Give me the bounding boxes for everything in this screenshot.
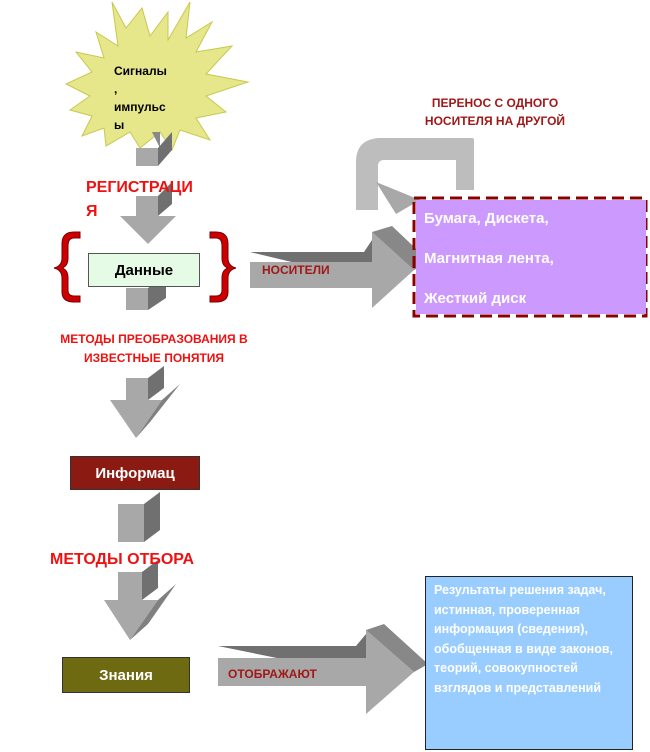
data-label: Данные — [114, 261, 174, 279]
registration-label: РЕГИСТРАЦИ Я — [86, 179, 193, 220]
information-label: Информац — [95, 464, 175, 482]
arrow-knowledge-to-results — [218, 624, 428, 714]
data-box: Данные — [88, 253, 200, 287]
media-item: Бумага, Дискета, — [424, 210, 549, 227]
reflect-label: ОТОБРАЖАЮТ — [228, 667, 317, 681]
media-box-border — [412, 196, 648, 318]
signals-label: Сигналы , импульс ы — [114, 64, 167, 132]
media-item: Жесткий диск — [424, 290, 527, 307]
arrow-data-to-media — [250, 226, 430, 308]
information-box: Информац — [70, 456, 200, 490]
results-text: Результаты решения задач, истинная, пров… — [434, 583, 613, 695]
data-brackets — [53, 231, 237, 303]
signals-burst-shape — [64, 1, 250, 152]
media-box: Бумага, Дискета, Магнитная лента, Жестки… — [416, 200, 646, 314]
knowledge-box: Знания — [62, 657, 190, 693]
transform-methods-label: МЕТОДЫ ПРЕОБРАЗОВАНИЯ В ИЗВЕСТНЫЕ ПОНЯТИ… — [60, 332, 248, 365]
transfer-label: ПЕРЕНОС С ОДНОГО НОСИТЕЛЯ НА ДРУГОЙ — [424, 96, 566, 128]
arrow-information-down — [118, 492, 160, 542]
results-box: Результаты решения задач, истинная, пров… — [425, 576, 633, 750]
selection-methods-label: МЕТОДЫ ОТБОРА — [50, 551, 195, 568]
media-item: Магнитная лента, — [424, 250, 554, 267]
knowledge-label: Знания — [99, 666, 153, 684]
arrow-to-knowledge — [104, 560, 176, 640]
carriers-label: НОСИТЕЛИ — [262, 263, 330, 277]
arrow-registration-to-data — [120, 182, 190, 244]
arrow-transfer-loop — [356, 138, 474, 214]
arrow-burst-to-registration — [136, 132, 172, 166]
arrow-to-information — [110, 366, 180, 438]
